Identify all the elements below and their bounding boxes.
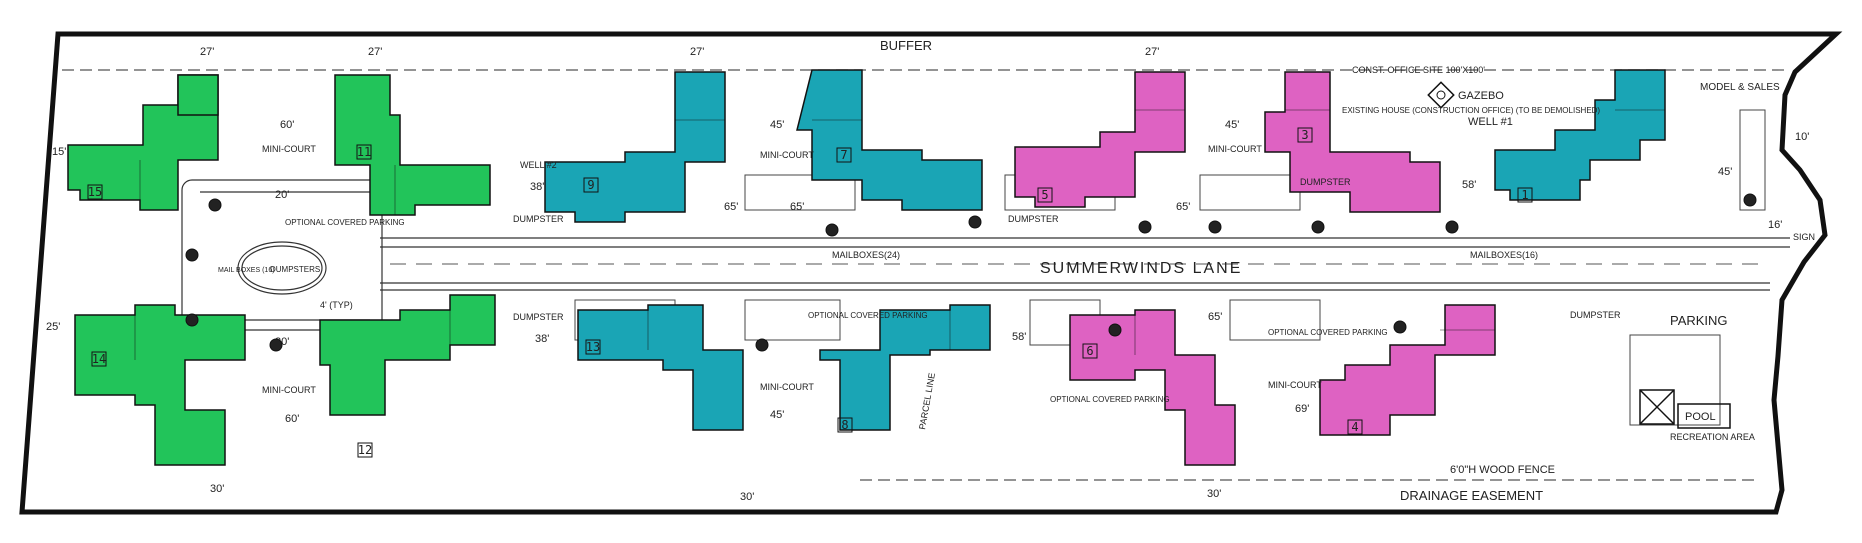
mini-court-label-1: MINI-COURT bbox=[262, 144, 316, 154]
mini-court-label-6: MINI-COURT bbox=[1268, 380, 1322, 390]
dim-30-b: 30' bbox=[740, 491, 754, 503]
dim-16: 16' bbox=[1768, 219, 1782, 231]
green-building-11 bbox=[334, 74, 491, 216]
buffer-label: BUFFER bbox=[880, 38, 932, 53]
unit-12: 12 bbox=[358, 443, 372, 457]
mailboxes-24-label: MAILBOXES(24) bbox=[832, 250, 900, 260]
dumpster-label-4: DUMPSTER bbox=[1300, 177, 1351, 187]
dim-20-a: 20' bbox=[275, 189, 289, 201]
dim-27-b: 27' bbox=[368, 46, 382, 58]
gazebo-label: GAZEBO bbox=[1458, 90, 1504, 102]
magenta-building-3 bbox=[1264, 71, 1441, 213]
summerwinds-lane bbox=[380, 237, 1790, 291]
dim-38-b: 38' bbox=[535, 333, 549, 345]
green-building-14 bbox=[74, 304, 246, 466]
mini-court-label-2: MINI-COURT bbox=[262, 385, 316, 395]
dim-27-c: 27' bbox=[690, 46, 704, 58]
parking-count-markers bbox=[185, 193, 1757, 352]
dim-65-c: 65' bbox=[1176, 201, 1190, 213]
teal-building-13 bbox=[577, 304, 744, 431]
dumpster-label-1: DUMPSTER bbox=[513, 214, 564, 224]
existing-house-label: EXISTING HOUSE (CONSTRUCTION OFFICE) (TO… bbox=[1342, 106, 1600, 115]
dim-60-bottom: 60' bbox=[285, 413, 299, 425]
parcel-line-label: PARCEL LINE bbox=[917, 372, 937, 430]
dim-15: 15' bbox=[52, 146, 66, 158]
dumpster-label-3: DUMPSTER bbox=[1008, 214, 1059, 224]
dim-27-a: 27' bbox=[200, 46, 214, 58]
mailboxes-16-label: MAILBOXES(16) bbox=[1470, 250, 1538, 260]
dumpsters-center-label: DUMPSTERS bbox=[270, 265, 320, 274]
well-1-label: WELL #1 bbox=[1468, 116, 1513, 128]
unit-number-labels: 15 11 14 12 9 7 13 8 5 3 6 4 1 bbox=[87, 127, 1533, 458]
unit-6: 6 bbox=[1086, 344, 1093, 358]
dim-30-a: 30' bbox=[210, 483, 224, 495]
optional-parking-label-2: OPTIONAL COVERED PARKING bbox=[808, 311, 928, 320]
green-building-12 bbox=[319, 294, 496, 416]
magenta-building-4 bbox=[1319, 304, 1496, 436]
mini-court-label-3: MINI-COURT bbox=[760, 150, 814, 160]
dumpster-label-2: DUMPSTER bbox=[513, 312, 564, 322]
teal-building-7 bbox=[796, 69, 983, 211]
magenta-building-6 bbox=[1069, 309, 1236, 466]
unit-9: 9 bbox=[587, 178, 594, 192]
unit-13: 13 bbox=[586, 340, 600, 354]
recreation-area-label: RECREATION AREA bbox=[1670, 432, 1755, 442]
unit-7: 7 bbox=[840, 148, 847, 162]
well-2-label: WELL #2 bbox=[520, 160, 557, 170]
fence-label: 6'0"H WOOD FENCE bbox=[1450, 464, 1555, 476]
pool-area bbox=[1639, 389, 1731, 429]
dim-10: 10' bbox=[1795, 131, 1809, 143]
dim-25: 25' bbox=[46, 321, 60, 333]
building-unit-lines bbox=[134, 109, 1665, 360]
typ-label: 4' (TYP) bbox=[320, 300, 353, 310]
pool-label: POOL bbox=[1685, 411, 1716, 423]
unit-4: 4 bbox=[1351, 420, 1358, 434]
teal-building-9 bbox=[544, 71, 726, 223]
dumpster-label-5: DUMPSTER bbox=[1570, 310, 1621, 320]
dim-45-b: 45' bbox=[770, 409, 784, 421]
dimension-labels: 60' 60' 45' 45' 45' 45' 65' 65' 65' 65' … bbox=[46, 46, 1809, 503]
drainage-easement-label: DRAINAGE EASEMENT bbox=[1400, 488, 1543, 503]
optional-parking-label-4: OPTIONAL COVERED PARKING bbox=[1268, 328, 1388, 337]
street-name-label: SUMMERWINDS LANE bbox=[1040, 260, 1242, 277]
dim-69: 69' bbox=[1295, 403, 1309, 415]
dim-65-a: 65' bbox=[724, 201, 738, 213]
dim-60-top: 60' bbox=[280, 119, 294, 131]
unit-3: 3 bbox=[1301, 128, 1308, 142]
const-office-label: CONST. OFFICE SITE 100'X100' bbox=[1352, 65, 1485, 75]
dim-45-c: 45' bbox=[1225, 119, 1239, 131]
dim-27-d: 27' bbox=[1145, 46, 1159, 58]
dim-45-d: 45' bbox=[1718, 166, 1732, 178]
mailboxes-left-label: MAIL BOXES (16) bbox=[218, 267, 275, 274]
magenta-building-5 bbox=[1014, 71, 1186, 208]
mini-court-label-4: MINI-COURT bbox=[760, 382, 814, 392]
optional-parking-label-3: OPTIONAL COVERED PARKING bbox=[1050, 395, 1170, 404]
unit-15: 15 bbox=[88, 185, 102, 199]
model-sales-label: MODEL & SALES bbox=[1700, 82, 1780, 93]
unit-1: 1 bbox=[1521, 188, 1528, 202]
unit-8: 8 bbox=[841, 418, 848, 432]
teal-building-1 bbox=[1494, 69, 1666, 201]
unit-11: 11 bbox=[357, 145, 371, 159]
unit-14: 14 bbox=[92, 352, 106, 366]
dim-45-a: 45' bbox=[770, 119, 784, 131]
mini-court-label-5: MINI-COURT bbox=[1208, 144, 1262, 154]
teal-building-8 bbox=[819, 304, 991, 431]
green-building-15 bbox=[67, 74, 219, 211]
sign-label: SIGN bbox=[1793, 232, 1815, 242]
unit-5: 5 bbox=[1041, 188, 1048, 202]
dim-65-b: 65' bbox=[790, 201, 804, 213]
dim-30-c: 30' bbox=[1207, 488, 1221, 500]
dim-65-d: 65' bbox=[1208, 311, 1222, 323]
parking-label: PARKING bbox=[1670, 313, 1728, 328]
optional-parking-label-1: OPTIONAL COVERED PARKING bbox=[285, 218, 405, 227]
dim-38-a: 38' bbox=[530, 181, 544, 193]
property-boundary bbox=[19, 31, 1843, 515]
gazebo-icon bbox=[1427, 81, 1455, 109]
dim-58-a: 58' bbox=[1462, 179, 1476, 191]
dim-58-b: 58' bbox=[1012, 331, 1026, 343]
